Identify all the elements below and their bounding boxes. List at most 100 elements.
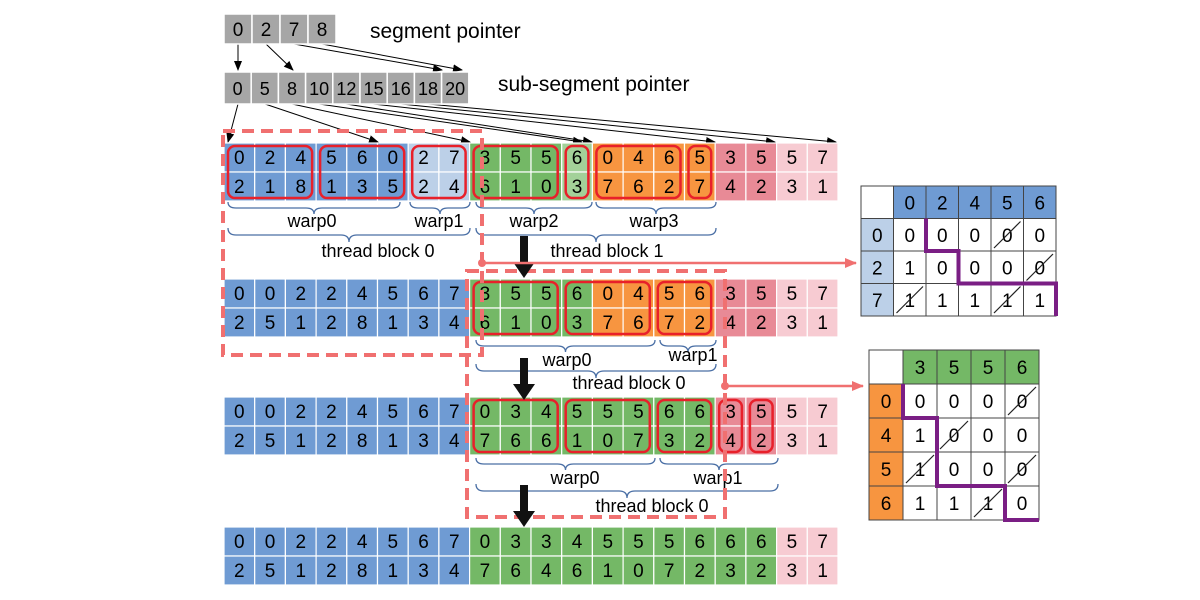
row-top-value: 3: [725, 284, 736, 305]
row-bottom-value: 1: [295, 561, 306, 582]
row-top-value: 3: [725, 402, 736, 423]
row-top-value: 4: [357, 402, 368, 423]
warp-boxes: [226, 144, 774, 454]
matrix-cell-value: 1: [904, 258, 915, 279]
matrix-cell-value: 0: [949, 392, 960, 413]
row-bottom-value: 2: [756, 177, 767, 198]
row-bottom-value: 5: [265, 431, 276, 452]
row-bottom-value: 4: [449, 431, 460, 452]
brace: [409, 201, 471, 215]
row-bottom-value: 7: [664, 313, 675, 334]
matrix-col-header: 0: [904, 193, 915, 214]
value-cell: [683, 555, 716, 586]
value-cell: [806, 526, 839, 557]
row-top-value: 2: [326, 284, 337, 305]
row1-warp3-label: warp3: [628, 211, 678, 231]
matrix-corner-cell: [860, 185, 894, 219]
matrix-row-header: 6: [881, 494, 892, 515]
matrix-col-header: 6: [1034, 193, 1045, 214]
row1-thread-block-0-label: thread block 0: [321, 241, 434, 261]
sub-segment-pointer-cell: [440, 71, 470, 105]
row-bottom-value: 3: [787, 561, 798, 582]
row1-warp2-label: warp2: [508, 211, 558, 231]
matrix-row-header: 4: [881, 426, 892, 447]
row-top-value: 7: [817, 402, 828, 423]
matrix-cell-value: 0: [1017, 426, 1028, 447]
row-top-value: 3: [510, 402, 521, 423]
matrix-row-header: 7: [872, 291, 883, 312]
row-bottom-value: 2: [326, 431, 337, 452]
row-bottom-value: 1: [388, 561, 399, 582]
row-bottom-value: 1: [817, 431, 828, 452]
matrix-cell: [958, 218, 992, 252]
row-top-value: 7: [817, 284, 828, 305]
row-bottom-value: 3: [572, 313, 583, 334]
matrix-row-header-cell: [868, 383, 904, 419]
warp-partition-box: [748, 398, 774, 454]
matrix-col-header-cell: [970, 349, 1006, 385]
row-bottom-value: 2: [695, 313, 706, 334]
row-bottom-value: 8: [357, 313, 368, 334]
row-bottom-value: 5: [265, 561, 276, 582]
matrix-col-header-cell: [902, 349, 938, 385]
braces: [227, 201, 779, 499]
row-top-value: 5: [326, 148, 337, 169]
warp-partition-box: [595, 144, 682, 200]
row-top-value: 5: [541, 148, 552, 169]
row-top-value: 0: [234, 284, 245, 305]
matrix-cell-value: 1: [915, 460, 926, 481]
sub-segment-pointer-cell: [332, 71, 361, 105]
value-cell: [346, 526, 379, 557]
value-cell: [438, 307, 471, 338]
row-bottom-value: 4: [449, 561, 460, 582]
matrix-row-header-cell: [868, 451, 904, 487]
row-bottom-value: 2: [234, 313, 245, 334]
sub-segment-pointer-value: 8: [287, 79, 297, 99]
row-top-value: 5: [572, 402, 583, 423]
warp-partition-box: [472, 144, 559, 200]
pointer-arrow: [291, 103, 471, 145]
sub-segment-pointer-value: 5: [260, 79, 270, 99]
value-cell: [499, 307, 532, 338]
row-top-value: 5: [756, 284, 767, 305]
matrix-cell-value: 0: [904, 226, 915, 247]
matrix-cell: [970, 417, 1006, 453]
row-top-value: 0: [265, 532, 276, 553]
row-top-value: 0: [265, 402, 276, 423]
row-bottom-value: 6: [633, 177, 644, 198]
matrix-cell-value: 1: [1002, 291, 1013, 312]
value-cell: [284, 526, 317, 557]
matrix-cell: [1023, 218, 1057, 252]
row-top-value: 6: [725, 532, 736, 553]
matrix-cell-value: 0: [1034, 226, 1045, 247]
matrix-cell: [902, 485, 938, 521]
matrix-diagonal-mark: [1007, 386, 1037, 416]
row-bottom-value: 2: [234, 177, 245, 198]
warp-partition-box: [564, 280, 652, 336]
row-top-value: 2: [326, 532, 337, 553]
matrix-cell-value: 1: [904, 291, 915, 312]
value-cell: [254, 396, 286, 427]
warp-partition-box: [472, 280, 559, 336]
matrix-cell: [958, 250, 992, 284]
value-cell: [775, 171, 808, 202]
row-bottom-value: 1: [388, 431, 399, 452]
value-cell: [315, 278, 348, 309]
row-bottom-value: 3: [787, 177, 798, 198]
value-cell: [376, 307, 409, 338]
row-top-value: 6: [418, 532, 429, 553]
brace: [227, 227, 471, 243]
value-cell: [438, 278, 471, 309]
matrix-diagonal-mark: [905, 454, 935, 484]
row-top-value: 6: [664, 148, 675, 169]
matrix-cell: [893, 218, 927, 252]
row1-warp0-label: warp0: [286, 211, 336, 231]
pointer-arrow: [321, 43, 463, 73]
segment-pointer-value: 2: [261, 20, 272, 41]
value-cell: [530, 526, 563, 557]
matrix-cell-value: 1: [915, 426, 926, 447]
